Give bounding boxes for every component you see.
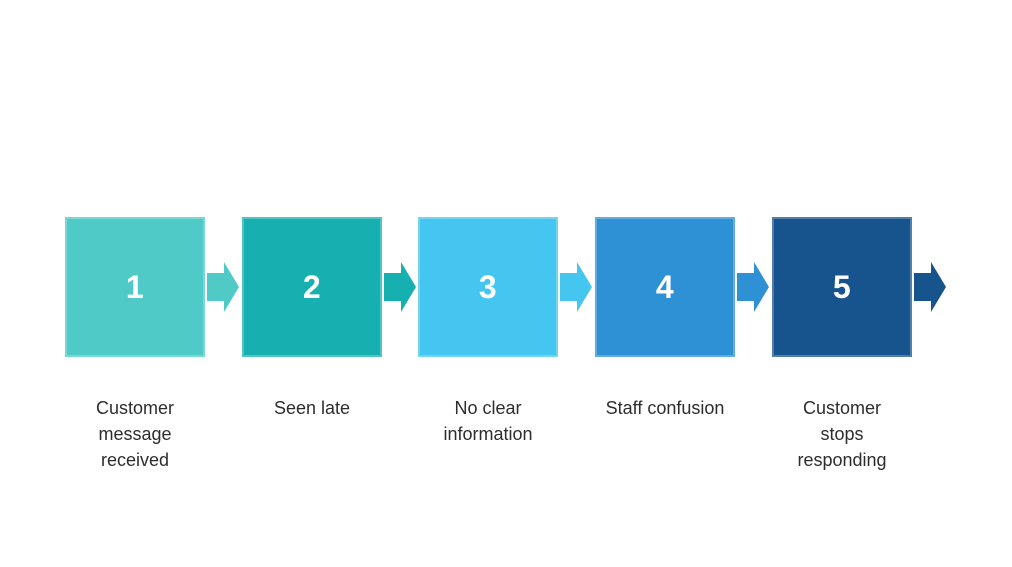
step-3-square: 3 [418,217,558,357]
step-1-square: 1 [65,217,205,357]
arrow-right-icon [560,262,592,312]
arrow-right-icon [384,262,416,312]
step-3-label: No clear information [443,398,533,444]
step-5-square: 5 [772,217,912,357]
arrow-right-icon [737,262,769,312]
arrow-right-icon [207,262,239,312]
step-4-square: 4 [595,217,735,357]
step-3-number: 3 [478,268,498,305]
step-1-number: 1 [125,268,145,305]
step-4-number: 4 [655,268,675,305]
step-2-square: 2 [242,217,382,357]
step-5-number: 5 [832,268,852,305]
step-2-label: Seen late [273,398,351,418]
step-4-label: Staff confusion [605,398,725,418]
step-5-label: Customer stops responding [797,398,887,470]
step-1-label: Customer message received [95,398,175,470]
arrow-right-icon [914,262,946,312]
step-2-number: 2 [302,268,322,305]
